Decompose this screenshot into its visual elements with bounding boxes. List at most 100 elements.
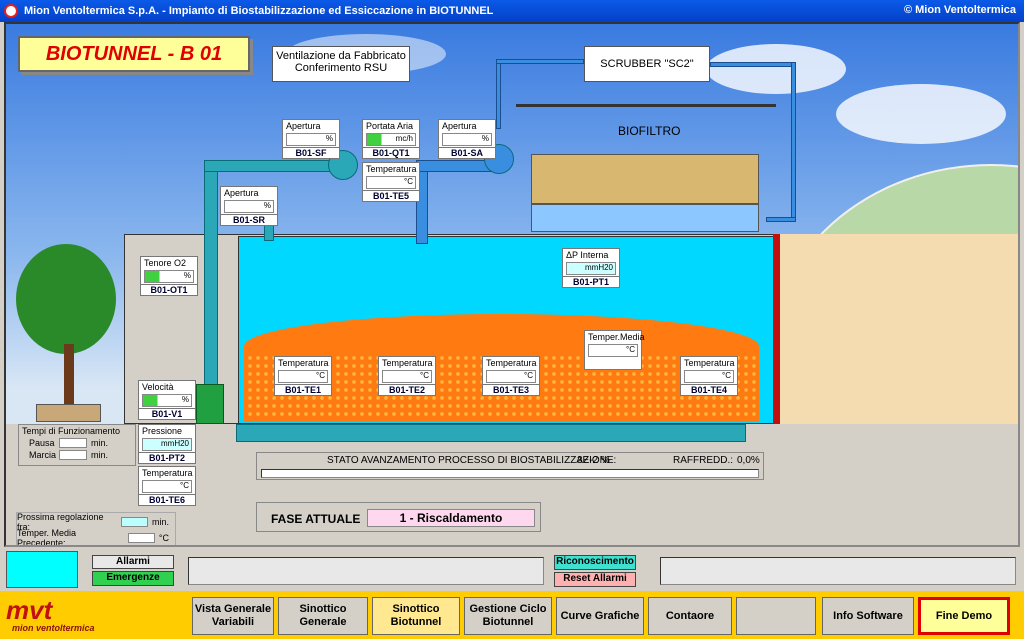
instrument-caption: Temperatura	[382, 358, 433, 368]
alarm-bar: Allarmi Emergenze Riconoscimento Reset A…	[0, 549, 1024, 591]
run-field[interactable]	[59, 450, 87, 460]
instrument-caption: Apertura	[442, 121, 477, 131]
instrument-tag: B01-QT1	[363, 147, 419, 158]
instrument-ot1[interactable]: Tenore O2 % B01-OT1	[140, 256, 198, 296]
instrument-caption: Apertura	[224, 188, 259, 198]
nav-variables-overview[interactable]: Vista Generale Variabili	[192, 597, 274, 635]
alarms-button[interactable]: Allarmi	[92, 555, 174, 569]
instrument-value: °C	[142, 480, 192, 493]
instrument-pt2[interactable]: Pressione mmH20 B01-PT2	[138, 424, 196, 464]
instrument-caption: Temperatura	[486, 358, 537, 368]
instrument-value: mmH20	[566, 262, 616, 275]
ventilation-label: Ventilazione da Fabbricato Conferimento …	[272, 46, 410, 82]
emergencies-button[interactable]: Emergenze	[92, 571, 174, 586]
instrument-value: mmH20	[142, 438, 192, 451]
adjacent-building	[780, 234, 1018, 424]
instrument-tmedia[interactable]: Temper.Media °C	[584, 330, 645, 370]
instrument-te6[interactable]: Temperatura °C B01-TE6	[138, 466, 196, 506]
reset-alarms-button[interactable]: Reset Allarmi	[554, 572, 636, 587]
instrument-value: °C	[366, 176, 416, 189]
mvt-logo: mvt mion ventoltermica	[6, 595, 176, 635]
instrument-caption: Temper.Media	[588, 332, 645, 342]
alarm-message-field	[188, 557, 544, 585]
pause-field[interactable]	[59, 438, 87, 448]
fan-motor-icon[interactable]	[196, 384, 224, 424]
logo-text: mvt	[6, 595, 53, 625]
alarm-indicator	[6, 551, 78, 588]
instrument-pt1[interactable]: ΔP Interna mmH20 B01-PT1	[562, 248, 620, 288]
acknowledge-button[interactable]: Riconoscimento	[554, 555, 636, 570]
nav-cycle-management[interactable]: Gestione Ciclo Biotunnel	[464, 597, 552, 635]
tree-trunk	[64, 344, 74, 414]
instrument-caption: Portata Aria	[366, 121, 414, 131]
next-regulation-field	[120, 517, 148, 527]
instrument-te2[interactable]: Temperatura °C B01-TE2	[378, 356, 436, 396]
instrument-tag: B01-PT1	[563, 276, 619, 287]
nav-general-synoptic[interactable]: Sinottico Generale	[278, 597, 368, 635]
instrument-te4[interactable]: Temperatura °C B01-TE4	[680, 356, 738, 396]
run-unit: min.	[91, 450, 109, 460]
instrument-tag: B01-TE6	[139, 494, 195, 505]
process-synoptic: BIOTUNNEL - B 01 Ventilazione da Fabbric…	[4, 22, 1020, 547]
instrument-tag: B01-TE4	[681, 384, 737, 395]
instrument-v1[interactable]: Velocità % B01-V1	[138, 380, 196, 420]
instrument-tag: B01-SA	[439, 147, 495, 158]
run-label: Marcia	[29, 450, 57, 460]
cooling-label: RAFFREDD.:	[673, 455, 733, 466]
tunnel-door	[773, 234, 780, 424]
prev-temp-unit: °C	[158, 533, 169, 543]
nav-end-demo[interactable]: Fine Demo	[918, 597, 1010, 635]
instrument-value: %	[224, 200, 274, 213]
instrument-te1[interactable]: Temperatura °C B01-TE1	[274, 356, 332, 396]
phase-label: FASE ATTUALE	[271, 512, 361, 526]
instrument-caption: Velocità	[142, 382, 174, 392]
nav-hour-meter[interactable]: Contaore	[648, 597, 732, 635]
current-phase-panel: FASE ATTUALE 1 - Riscaldamento	[256, 502, 541, 532]
instrument-tag: B01-TE5	[363, 190, 419, 201]
page-title: BIOTUNNEL - B 01	[18, 36, 250, 72]
prev-temp-field	[127, 533, 155, 543]
instrument-sr[interactable]: Apertura % B01-SR	[220, 186, 278, 226]
instrument-te5[interactable]: Temperatura °C B01-TE5	[362, 162, 420, 202]
instrument-qt1[interactable]: Portata Aria mc/h B01-QT1	[362, 119, 420, 159]
duct-to-biofilter	[766, 217, 796, 222]
app-logo-icon	[4, 4, 18, 18]
planter	[36, 404, 101, 422]
instrument-value: °C	[486, 370, 536, 383]
nav-biotunnel-synoptic[interactable]: Sinottico Biotunnel	[372, 597, 460, 635]
instrument-tag: B01-TE2	[379, 384, 435, 395]
duct-from-scrubber	[710, 62, 796, 67]
bottom-navigation: mvt mion ventoltermica Vista Generale Va…	[0, 591, 1024, 639]
instrument-value: °C	[588, 344, 638, 357]
pause-label: Pausa	[29, 438, 55, 448]
instrument-tag: B01-TE3	[483, 384, 539, 395]
instrument-value: %	[286, 133, 336, 146]
duct-to-scrubber	[496, 59, 584, 64]
next-regulation-row: Prossima regolazione fra: min.	[17, 512, 175, 532]
instrument-caption: Temperatura	[278, 358, 329, 368]
instrument-value: %	[442, 133, 492, 146]
next-regulation-unit: min.	[151, 517, 169, 527]
instrument-te3[interactable]: Temperatura °C B01-TE3	[482, 356, 540, 396]
progress-value: 3E-2 %	[577, 455, 610, 466]
instrument-caption: ΔP Interna	[566, 250, 609, 260]
duct-to-scrubber	[496, 59, 501, 129]
nav-empty-slot[interactable]	[736, 597, 816, 635]
instrument-value: °C	[684, 370, 734, 383]
instrument-tag: B01-SF	[283, 147, 339, 158]
pause-row: Pausa min.	[29, 437, 135, 449]
instrument-caption: Temperatura	[684, 358, 735, 368]
operating-times-panel: Tempi di Funzionamento Pausa min. Marcia…	[18, 424, 136, 466]
alarm-message-field-2	[660, 557, 1016, 585]
air-pipe-horizontal	[204, 160, 334, 172]
nav-info-software[interactable]: Info Software	[822, 597, 914, 635]
instrument-sf[interactable]: Apertura % B01-SF	[282, 119, 340, 159]
process-progress-panel: STATO AVANZAMENTO PROCESSO DI BIOSTABILI…	[256, 452, 764, 480]
instrument-value: %	[144, 270, 194, 283]
progress-label: STATO AVANZAMENTO PROCESSO DI BIOSTABILI…	[327, 455, 617, 466]
biofilter-label: BIOFILTRO	[618, 124, 681, 138]
instrument-tag: B01-V1	[139, 408, 195, 419]
instrument-sa[interactable]: Apertura % B01-SA	[438, 119, 496, 159]
instrument-tag: B01-OT1	[141, 284, 197, 295]
nav-graph-curves[interactable]: Curve Grafiche	[556, 597, 644, 635]
